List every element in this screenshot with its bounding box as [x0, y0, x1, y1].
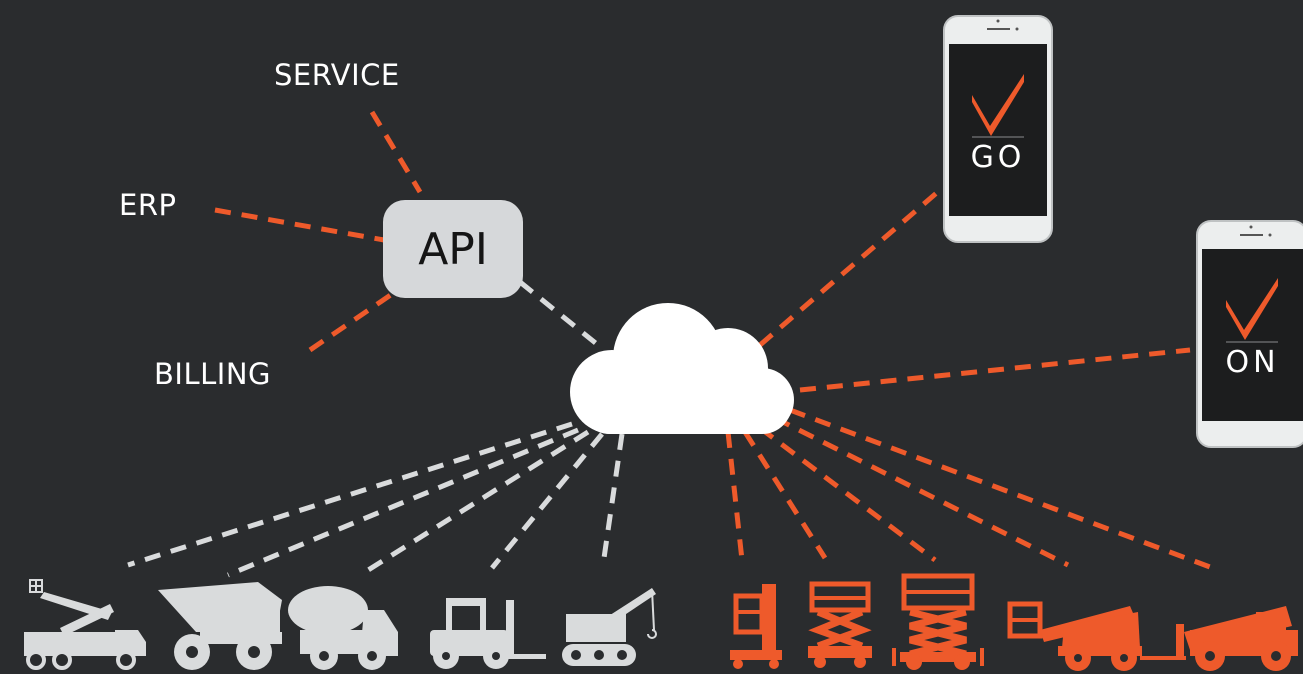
on-phone-icon: [1196, 220, 1303, 448]
connector-cloud-forklift: [490, 432, 604, 570]
go-phone-icon: [943, 15, 1053, 243]
boom-truck-icon: [24, 579, 146, 670]
mixer-truck-icon: [288, 586, 398, 670]
scissor-lift-icon: [808, 581, 872, 668]
connector-api-cloud: [518, 280, 600, 347]
billing-label: BILLING: [154, 357, 271, 391]
connector-cloud-crane: [600, 433, 625, 566]
api-box: API: [383, 200, 523, 298]
vertical-mast-lift-icon: [730, 584, 782, 669]
go-app-label: GO: [970, 140, 1026, 175]
crawler-crane-icon: [562, 588, 657, 666]
dump-truck-icon: [158, 582, 282, 670]
api-label: API: [418, 223, 488, 275]
telehandler-icon: [1140, 606, 1298, 671]
connector-cloud-tall-scissor: [758, 426, 937, 562]
boom-lift-icon: [1007, 601, 1142, 671]
connector-cloud-scissor-lift: [742, 430, 828, 560]
connector-service-api: [369, 110, 423, 194]
service-label: SERVICE: [274, 58, 400, 92]
connector-cloud-boom-lift: [773, 415, 1070, 568]
connector-cloud-mixer-truck: [363, 429, 590, 575]
cloud-icon: [570, 303, 794, 434]
erp-label: ERP: [119, 188, 177, 222]
tall-scissor-lift-icon: [892, 573, 984, 670]
connector-billing-api: [308, 289, 397, 353]
connector-cloud-telehandler: [789, 407, 1219, 573]
connector-cloud-on-phone: [799, 347, 1191, 393]
connector-cloud-go-phone: [758, 188, 942, 347]
connector-cloud-mast-lift: [725, 431, 745, 561]
on-app-label: ON: [1225, 345, 1280, 380]
connector-cloud-boom-truck: [127, 421, 573, 568]
connector-cloud-dump-truck: [227, 427, 579, 578]
connector-erp-api: [214, 207, 385, 243]
forklift-icon: [430, 598, 546, 669]
